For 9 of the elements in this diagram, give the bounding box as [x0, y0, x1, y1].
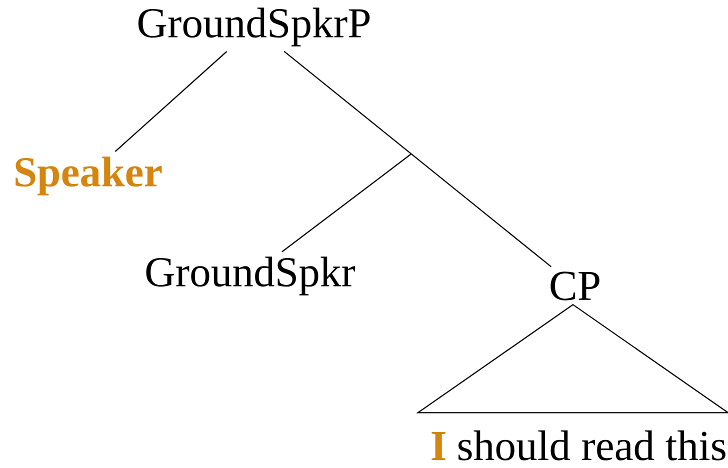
head-label: GroundSpkr: [146, 256, 356, 296]
phrase-label: CP: [550, 272, 600, 300]
sentence-text: should read this: [458, 430, 726, 460]
highlighted-word: I: [432, 432, 446, 460]
branch-line: [114, 51, 228, 152]
branch-line: [282, 153, 412, 252]
speaker-label: Speaker: [16, 156, 162, 196]
phrase-label: GroundSpkrP: [138, 8, 370, 46]
branch-line: [284, 50, 552, 268]
